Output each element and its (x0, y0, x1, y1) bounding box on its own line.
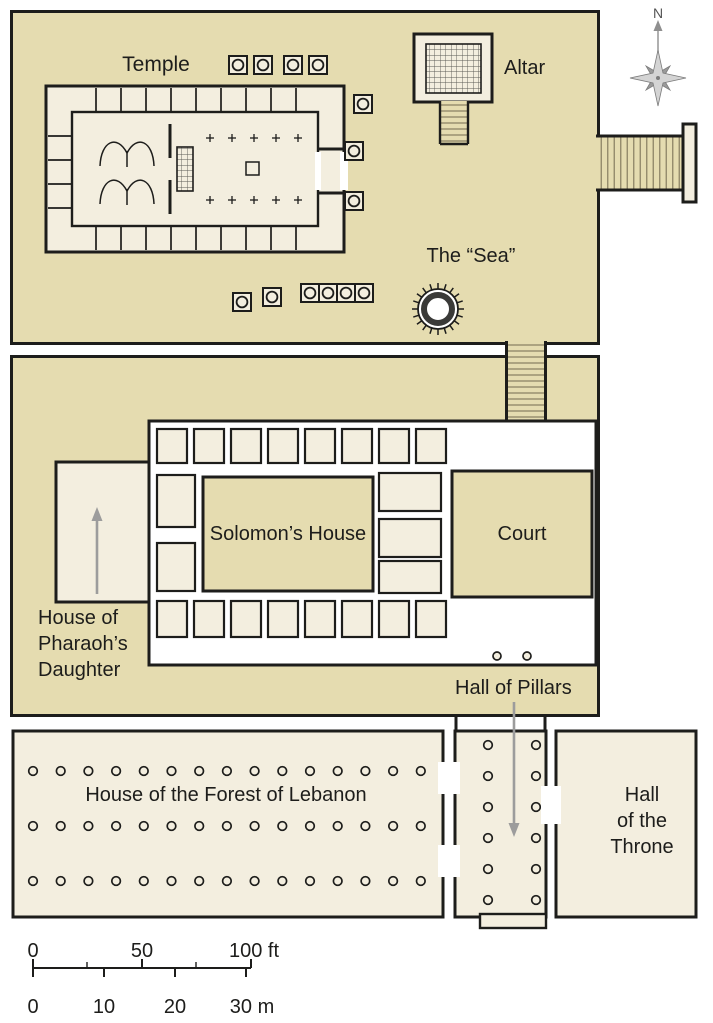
scale-m-10: 10 (93, 996, 115, 1018)
courtyard-columns (228, 55, 374, 312)
hall-of-throne-label-line1: Hall (625, 784, 659, 806)
pharaohs-daughter-arrow (91, 507, 103, 594)
scale-ft-0: 0 (27, 940, 38, 962)
court-hall (450, 469, 594, 599)
pharaohs-daughter-label-line1: House of (38, 607, 118, 629)
sea-decorative-rim (412, 283, 464, 335)
hall-of-pillars-arrow (508, 702, 520, 837)
scale-bar: 0 50 100 ft 0 10 20 30 m (27, 940, 279, 1018)
scale-m-0: 0 (27, 996, 38, 1018)
scale-m-30: 30 m (230, 996, 274, 1018)
temple-label: Temple (122, 53, 190, 76)
hall-of-throne-label-line2: of the (617, 810, 667, 832)
sea-label: The “Sea” (427, 245, 516, 267)
temple-building (44, 84, 350, 254)
altar-label: Altar (504, 57, 545, 79)
doorways (438, 762, 561, 877)
altar-structure (412, 32, 494, 146)
compass-north-label: N (653, 5, 663, 21)
altar-stairs (440, 101, 468, 144)
forest-of-lebanon-label: House of the Forest of Lebanon (85, 784, 366, 806)
pharaohs-daughter-label-line2: Pharaoh’s (38, 633, 128, 655)
scale-ft-100: 100 ft (229, 940, 279, 962)
scale-ft-50: 50 (131, 940, 153, 962)
south-threshold (478, 912, 548, 930)
cherubim-figures (99, 141, 155, 205)
house-of-forest-building (11, 729, 445, 919)
palace-complex (54, 419, 598, 667)
temple-furnishings (176, 134, 302, 204)
altar-hearth (425, 43, 482, 94)
hall-of-pillars-pillars (482, 739, 542, 906)
pharaohs-daughter-house (54, 460, 151, 604)
hall-of-throne-building (554, 729, 698, 919)
compass-center-dot (656, 76, 660, 80)
court-entrance-pillars (492, 651, 532, 661)
incense-altar (245, 161, 260, 176)
east-gate-stairs (596, 122, 698, 204)
court-label: Court (498, 523, 547, 545)
east-gate-threshold (681, 122, 698, 204)
solomons-house-label: Solomon’s House (210, 523, 366, 545)
side-chamber-partitions (48, 88, 297, 250)
palace-rooms (155, 427, 448, 639)
scale-m-20: 20 (164, 996, 186, 1018)
hall-of-pillars-label: Hall of Pillars (455, 677, 572, 699)
forest-house-pillars (27, 765, 426, 887)
hall-of-throne-label-line3: Throne (610, 836, 673, 858)
compass-rose: N (629, 5, 687, 107)
solomons-house-hall (201, 475, 375, 593)
pharaohs-daughter-label-line3: Daughter (38, 659, 121, 681)
hall-of-pillars-building (453, 729, 548, 930)
lampstand-marks (206, 134, 302, 204)
showbread-table (176, 146, 194, 192)
compass-needle-head (653, 20, 663, 31)
scale-ticks (32, 959, 252, 977)
sea-basin-ring (421, 292, 455, 326)
temple-outer-wall (44, 84, 346, 254)
bronze-sea (412, 283, 464, 335)
